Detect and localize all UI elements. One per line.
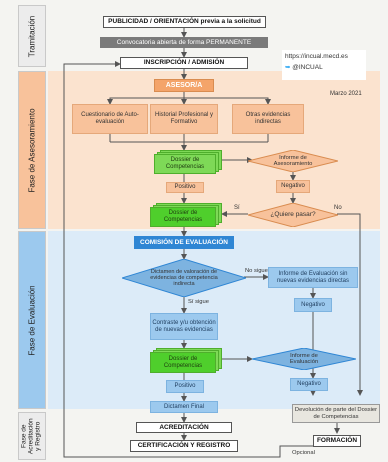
informe-evaluacion-diamond xyxy=(252,348,356,370)
opcional-label: Opcional xyxy=(292,450,315,456)
si-label: Sí xyxy=(234,205,240,211)
formacion-box: FORMACIÓN xyxy=(313,435,361,447)
historial-box: Historial Profesional y Formativo xyxy=(150,104,218,134)
acreditacion-box: ACREDITACIÓN xyxy=(136,422,232,433)
dossier-stack-2: Dossier de Competencias xyxy=(150,203,224,227)
dictamen-valoracion-label: Dictamen de valoración de evidencias de … xyxy=(150,268,218,288)
dossier-stack-3: Dossier de Competencias xyxy=(150,348,224,374)
negativo-box-1: Negativo xyxy=(276,180,310,193)
dossier-stack-1: Dossier de Competencias xyxy=(154,150,224,174)
website-link[interactable]: https://incual.mecd.es xyxy=(285,53,348,60)
quiere-pasar-diamond xyxy=(248,203,338,227)
comision-box: COMISIÓN DE EVALUACIÓN xyxy=(134,236,234,249)
twitter-icon: ➥ xyxy=(285,64,291,71)
quiere-pasar-label: ¿Quiere pasar? xyxy=(270,211,316,219)
dictamen-final-box: Dictamen Final xyxy=(150,401,218,413)
convocatoria-box: Convocatoria abierta de forma PERMANENTE xyxy=(100,37,268,48)
info-box: https://incual.mecd.es ➥ @INCUAL xyxy=(282,50,366,80)
informe-evaluacion-label: Informe de Evaluación xyxy=(289,352,319,365)
otras-evidencias-box: Otras evidencias indirectas xyxy=(232,104,304,134)
dossier-box-2: Dossier de Competencias xyxy=(150,207,216,227)
phase-asesoramiento: Fase de Asesoramiento xyxy=(18,71,46,229)
no-sigue-label: No sigue xyxy=(245,268,268,274)
informe-sin-nuevas-box: Informe de Evaluación sin nuevas evidenc… xyxy=(268,267,358,288)
no-label: No xyxy=(334,205,342,211)
twitter-handle[interactable]: @INCUAL xyxy=(292,64,323,71)
informe-asesoramiento-label: Informe de Asesoramiento xyxy=(273,154,313,167)
negativo-box-3: Negativo xyxy=(290,378,328,391)
dossier-box-1: Dossier de Competencias xyxy=(154,154,216,174)
informe-asesoramiento-diamond xyxy=(248,150,338,172)
devolucion-box: Devolución de parte del Dossier de Compe… xyxy=(292,404,380,423)
dictamen-valoracion-diamond xyxy=(122,259,246,297)
publicidad-box: PUBLICIDAD / ORIENTACIÓN previa a la sol… xyxy=(103,16,266,28)
phase-evaluacion: Fase de Evaluación xyxy=(18,231,46,409)
cuestionario-box: Cuestionario de Auto-evaluación xyxy=(72,104,148,134)
si-sigue-label: Sí sigue xyxy=(188,299,209,305)
negativo-box-2: Negativo xyxy=(294,298,332,312)
date-label: Marzo 2021 xyxy=(330,91,362,97)
inscripcion-box: INSCRIPCIÓN / ADMISIÓN xyxy=(120,57,248,69)
phase-tramitacion: Tramitación xyxy=(18,5,46,67)
certificacion-box: CERTIFICACIÓN Y REGISTRO xyxy=(130,440,238,452)
dossier-box-3: Dossier de Competencias xyxy=(150,352,216,373)
positivo-box-2: Positivo xyxy=(166,380,204,393)
phase-acreditacion: Fase de Acreditación y Registro xyxy=(18,412,46,460)
asesor-box: ASESOR/A xyxy=(154,79,214,92)
positivo-box-1: Positivo xyxy=(166,182,204,193)
contraste-box: Contraste y/u obtención de nuevas eviden… xyxy=(150,313,218,340)
